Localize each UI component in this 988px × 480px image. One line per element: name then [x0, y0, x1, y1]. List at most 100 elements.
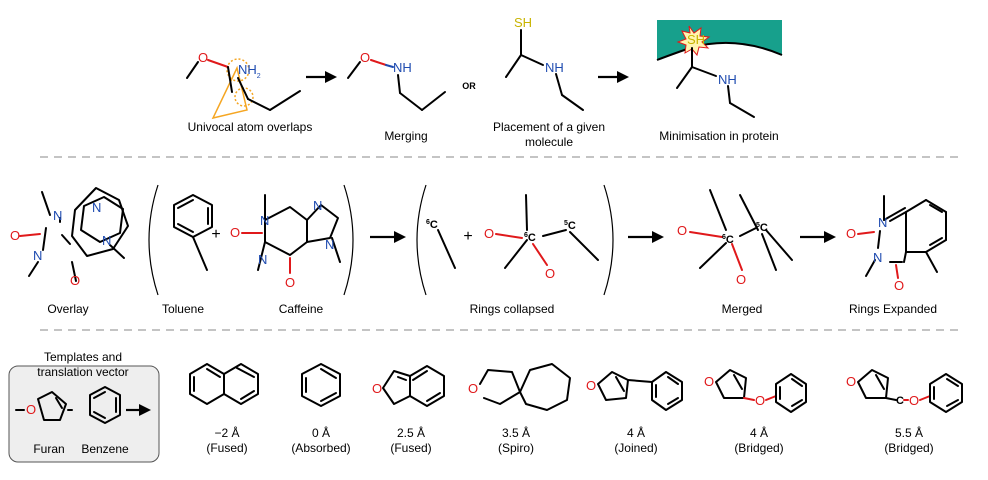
- paren-left-1: [148, 184, 159, 296]
- item-kind-1: (Absorbed): [291, 441, 350, 455]
- arrow-mid-1: [370, 231, 406, 243]
- product-naphthalene: [189, 363, 259, 405]
- carbon-atom: 5C: [756, 222, 768, 234]
- item-kind-4: (Joined): [614, 441, 657, 455]
- product-spiro: O: [468, 363, 571, 411]
- oxygen-atom: O: [755, 393, 765, 408]
- oxygen-atom: O: [846, 226, 856, 241]
- item-distance-0: −2 Å: [214, 425, 239, 440]
- plus-sign: +: [211, 226, 220, 243]
- templates-title-line2: translation vector: [37, 365, 128, 379]
- paren-right-1: [343, 184, 354, 296]
- nitrogen-atom: N: [102, 233, 111, 248]
- caffeine-molecule: O O N N N N: [230, 194, 341, 290]
- nitrogen-atom: N: [873, 250, 882, 265]
- item-distance-1: 0 Å: [312, 425, 330, 440]
- furan-label: Furan: [33, 442, 64, 456]
- item-distance-2: 2.5 Å: [397, 425, 425, 440]
- overlay-label: Overlay: [47, 302, 88, 316]
- arrow-mid-2: [628, 231, 664, 243]
- overlay-molecule: O O N N N N: [10, 187, 129, 288]
- oxygen-atom: O: [468, 381, 478, 396]
- oxygen-atom: O: [230, 225, 240, 240]
- top-row: O NH2 Univocal atom overlaps O NH Mergin…: [186, 15, 783, 149]
- bottom-row: Templates and translation vector O Furan…: [8, 350, 963, 463]
- paren-left-2: [416, 184, 427, 296]
- oxygen-atom: O: [894, 278, 904, 293]
- benzene-label: Benzene: [81, 442, 129, 456]
- product-fused-furan: O: [372, 365, 445, 407]
- templates-panel: [8, 365, 160, 463]
- nitrogen-atom: N: [33, 248, 42, 263]
- item-distance-4: 4 Å: [627, 425, 645, 440]
- oxygen-atom: O: [26, 402, 36, 417]
- nh-atom: NH: [393, 60, 412, 75]
- nitrogen-atom: N: [878, 215, 887, 230]
- overlap-triangle: [211, 65, 248, 120]
- caffeine-label: Caffeine: [279, 302, 324, 316]
- product-bridged-o: O O: [704, 369, 807, 413]
- nitrogen-atom: N: [260, 213, 269, 228]
- oxygen-atom: O: [10, 228, 20, 243]
- carbon-atom: 6C: [524, 232, 536, 244]
- overlap-label: Univocal atom overlaps: [188, 120, 313, 134]
- nitrogen-atom: N: [325, 237, 334, 252]
- item-distance-6: 5.5 Å: [895, 425, 923, 440]
- oxygen-atom: O: [360, 50, 370, 65]
- nitrogen-atom: N: [258, 252, 267, 267]
- oxygen-atom: O: [484, 226, 494, 241]
- oxygen-atom: O: [846, 374, 856, 389]
- placement-label-line2: molecule: [525, 135, 573, 149]
- nh-atom: NH: [545, 60, 564, 75]
- oxygen-atom: O: [70, 273, 80, 288]
- rings-collapsed: 6C + O O 6C 5C: [426, 194, 599, 281]
- oxygen-atom: O: [677, 223, 687, 238]
- protein-pocket: SH NH: [656, 20, 783, 118]
- oxygen-atom: O: [586, 378, 596, 393]
- product-benzene: [301, 363, 341, 407]
- nitrogen-atom: N: [92, 200, 101, 215]
- merged-molecule: O O 6C 5C: [677, 189, 793, 287]
- product-joined: O: [586, 371, 683, 411]
- item-kind-5: (Bridged): [734, 441, 783, 455]
- nitrogen-atom: N: [313, 198, 322, 213]
- overlap-circle-top: [226, 58, 250, 82]
- oxygen-atom: O: [285, 275, 295, 290]
- rings-expanded-label: Rings Expanded: [849, 302, 937, 316]
- carbon-atom: 5C: [564, 220, 576, 232]
- toluene-molecule: [173, 194, 213, 271]
- merged-label: Merged: [722, 302, 763, 316]
- carbon-atom: C: [896, 395, 904, 407]
- middle-row: O O N N N N Overlay Toluene +: [10, 184, 947, 316]
- paren-right-2: [603, 184, 614, 296]
- oxygen-atom: O: [704, 374, 714, 389]
- item-distance-3: 3.5 Å: [502, 425, 530, 440]
- item-kind-3: (Spiro): [498, 441, 534, 455]
- carbon-atom: 6C: [722, 234, 734, 246]
- overlap-molecule: O NH2: [186, 50, 301, 120]
- arrow-top-1: [306, 71, 337, 83]
- or-label: OR: [462, 81, 476, 91]
- arrow-mid-3: [800, 231, 836, 243]
- nitrogen-atom: N: [53, 208, 62, 223]
- clash-starburst: [676, 25, 711, 57]
- plus-sign: +: [463, 228, 472, 245]
- item-kind-0: (Fused): [206, 441, 247, 455]
- oxygen-atom: O: [545, 266, 555, 281]
- carbon-atom: 6C: [426, 219, 438, 231]
- item-kind-6: (Bridged): [884, 441, 933, 455]
- oxygen-atom: O: [909, 393, 919, 408]
- placement-label-line1: Placement of a given: [493, 120, 605, 134]
- protein-surface: [657, 20, 782, 60]
- item-distance-5: 4 Å: [750, 425, 768, 440]
- oxygen-atom: O: [198, 50, 208, 65]
- product-bridged-co: O C O: [846, 369, 963, 413]
- overlap-circle-bottom: [234, 87, 254, 107]
- arrow-top-2: [598, 71, 629, 83]
- rings-expanded-molecule: O O N N: [846, 195, 947, 293]
- templates-box: Templates and translation vector O Furan…: [8, 350, 160, 463]
- minimisation-label: Minimisation in protein: [659, 129, 778, 143]
- merged-molecule-top: O NH: [347, 50, 446, 111]
- placement-molecule: SH NH: [505, 15, 584, 111]
